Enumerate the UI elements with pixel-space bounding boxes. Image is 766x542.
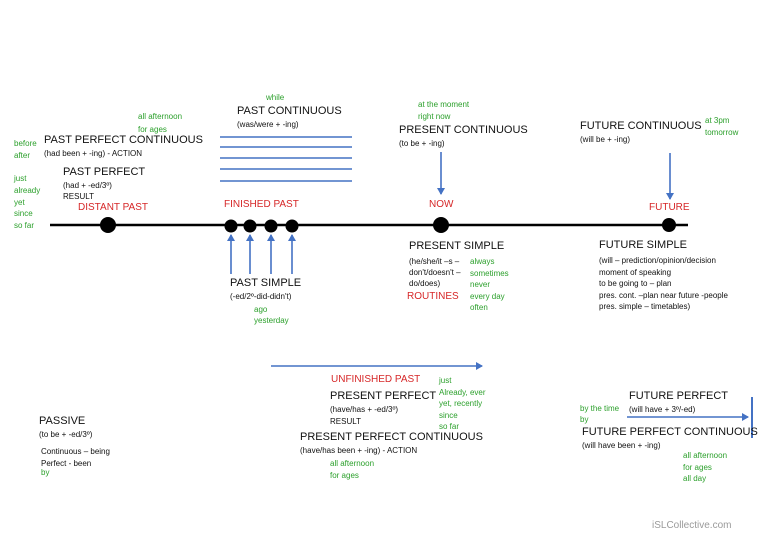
timeline-dot-past-4 xyxy=(285,219,299,233)
present-perfect-title: PRESENT PERFECT xyxy=(330,390,437,402)
timeline-dot-future xyxy=(662,218,676,232)
timeline-dot-past-3 xyxy=(264,219,278,233)
future-perfect-markers: by the time by xyxy=(580,404,620,424)
future-label: FUTURE xyxy=(649,202,690,213)
present-perfect-continuous-form: (have/has been + -ing) - ACTION xyxy=(300,446,418,455)
passive-title: PASSIVE xyxy=(39,415,86,427)
past-perfect-continuous-title: PAST PERFECT CONTINUOUS xyxy=(44,134,203,146)
past-continuous-lines xyxy=(220,136,352,182)
present-simple-title: PRESENT SIMPLE xyxy=(409,240,505,252)
future-perfect-form: (will have + 3º/-ed) xyxy=(629,405,696,414)
future-perfect-continuous-markers: all afternoon for ages all day xyxy=(683,451,728,483)
past-perfect-continuous-markers: all afternoon for ages xyxy=(138,112,183,134)
present-continuous-title: PRESENT CONTINUOUS xyxy=(399,124,528,136)
past-perfect-note: RESULT xyxy=(63,192,94,201)
present-perfect-continuous-title: PRESENT PERFECT CONTINUOUS xyxy=(300,431,483,443)
past-continuous-form: (was/were + -ing) xyxy=(237,120,299,129)
watermark: iSLCollective.com xyxy=(652,520,732,531)
present-simple-form: (he/she/it –s – don't/doesn't – do/does) xyxy=(409,257,461,288)
timeline-dot-past-2 xyxy=(243,219,257,233)
past-perfect-title: PAST PERFECT xyxy=(63,166,146,178)
finished-past-label: FINISHED PAST xyxy=(224,199,299,210)
future-perfect-continuous-title: FUTURE PERFECT CONTINUOUS xyxy=(582,426,758,438)
passive-lines: Continuous – being Perfect - been xyxy=(41,447,110,468)
timeline-dot-past-1 xyxy=(224,219,238,233)
timeline-dot-now xyxy=(433,217,449,233)
past-simple-arrows xyxy=(227,234,296,274)
distant-past-label: DISTANT PAST xyxy=(78,202,149,213)
future-perfect-continuous-form: (will have been + -ing) xyxy=(582,441,661,450)
present-simple-markers: always sometimes never every day often xyxy=(470,257,509,312)
now-label: NOW xyxy=(429,199,454,210)
present-continuous-form: (to be + -ing) xyxy=(399,139,445,148)
past-continuous-title: PAST CONTINUOUS xyxy=(237,105,342,117)
past-perfect-form: (had + -ed/3º) xyxy=(63,181,112,190)
present-perfect-form: (have/has + -ed/3º) xyxy=(330,405,399,414)
routines-label: ROUTINES xyxy=(407,291,459,302)
unfinished-past-label: UNFINISHED PAST xyxy=(331,374,421,385)
future-simple-lines: (will – prediction/opinion/decision mome… xyxy=(599,256,728,311)
future-simple-title: FUTURE SIMPLE xyxy=(599,239,688,251)
past-perfect-continuous-form: (had been + -ing) - ACTION xyxy=(44,149,143,158)
past-continuous-marker: while xyxy=(266,93,285,102)
present-perfect-continuous-markers: all afternoon for ages xyxy=(330,459,375,480)
future-perfect-title: FUTURE PERFECT xyxy=(629,390,728,402)
future-continuous-title: FUTURE CONTINUOUS xyxy=(580,120,702,132)
past-simple-title: PAST SIMPLE xyxy=(230,277,302,289)
passive-marker: by xyxy=(41,468,50,477)
past-simple-form: (-ed/2º-did-didn't) xyxy=(230,292,292,301)
future-continuous-markers: at 3pm tomorrow xyxy=(705,116,739,137)
present-perfect-note: RESULT xyxy=(330,417,361,426)
present-continuous-markers: at the moment right now xyxy=(418,100,470,121)
past-perfect-markers: before after just already yet since so f… xyxy=(14,139,41,230)
timeline-dot-distant-past xyxy=(100,217,116,233)
passive-form: (to be + -ed/3º) xyxy=(39,430,93,439)
future-continuous-form: (will be + -ing) xyxy=(580,135,631,144)
present-perfect-markers: just Already, ever yet, recently since s… xyxy=(439,376,486,431)
past-simple-markers: ago yesterday xyxy=(254,305,289,325)
